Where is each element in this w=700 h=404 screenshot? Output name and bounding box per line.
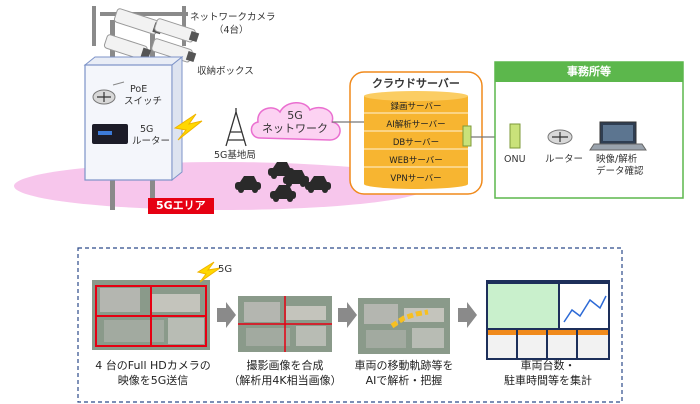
step-3-line1: 車両の移動軌跡等を — [354, 359, 454, 372]
storage-box — [83, 55, 184, 182]
cars-icon-group — [235, 162, 331, 202]
onu-label: ONU — [504, 154, 526, 165]
office-frame — [494, 61, 684, 199]
step-1-line2: 映像を5G送信 — [117, 374, 189, 387]
office-title: 事務所等 — [567, 65, 611, 78]
step-4-line1: 車両台数・ — [520, 359, 576, 372]
arrow-2 — [338, 302, 357, 328]
server-item: AI解析サーバー — [386, 120, 446, 130]
base-station-label: 5G基地局 — [214, 150, 256, 161]
poe-label-2: スイッチ — [124, 96, 163, 107]
router5g-label: 5G — [140, 124, 154, 135]
laptop-icon — [589, 121, 647, 151]
poe-label: PoE — [130, 84, 148, 95]
5g-area-label: 5Gエリア — [156, 199, 206, 212]
server-item: VPNサーバー — [390, 174, 442, 184]
step-2-line2: （解析用4K相当画像） — [228, 374, 342, 387]
server-item: DBサーバー — [392, 138, 440, 148]
router5g-label-2: ルーター — [132, 136, 171, 147]
step-1-line1: 4 台のFull HDカメラの — [95, 359, 211, 372]
cloud-server-title: クラウドサーバー — [372, 77, 460, 90]
office-header — [495, 62, 683, 82]
server-stack — [364, 91, 468, 189]
network-label-2: ネットワーク — [262, 122, 328, 135]
arrow-3 — [458, 302, 477, 328]
5g-tag: 5G — [218, 264, 233, 275]
router-label: ルーター — [545, 154, 584, 165]
aerial-image-1 — [92, 280, 210, 350]
pc-label: 映像/解析 — [596, 154, 638, 165]
box-label: 収納ボックス — [197, 66, 254, 77]
5g-area-label-bg — [148, 198, 214, 214]
onu-icon — [509, 123, 521, 149]
process-frame — [77, 247, 623, 403]
lightning-icon-small — [196, 261, 221, 283]
step-2-line1: 撮影画像を合成 — [246, 359, 324, 372]
server-item: WEBサーバー — [389, 156, 443, 166]
step-3-line2: AIで解析・把握 — [365, 374, 443, 387]
network-label: 5G — [287, 109, 303, 122]
step-4-line2: 駐車時間等を集計 — [504, 374, 592, 387]
camera-icon-group — [103, 8, 200, 63]
process-flow-graphics — [77, 247, 623, 403]
server-item: 録画サーバー — [390, 102, 442, 112]
server-list: 録画サーバー AI解析サーバー DBサーバー WEBサーバー VPNサーバー — [364, 100, 468, 186]
top-diagram-graphics — [14, 6, 684, 214]
lightning-icon — [173, 113, 203, 141]
aerial-image-3 — [358, 298, 450, 354]
router-icon — [547, 129, 573, 145]
dashboard-image — [486, 280, 610, 360]
pc-label-2: データ確認 — [596, 166, 644, 177]
poe-switch-icon — [92, 89, 116, 105]
camera-count: （4台） — [214, 25, 249, 36]
aerial-image-2 — [238, 296, 332, 352]
arrow-1 — [217, 302, 236, 328]
base-station-icon — [225, 108, 247, 147]
camera-label: ネットワークカメラ — [190, 12, 276, 23]
gateway-icon — [462, 125, 472, 147]
5g-network-cloud — [250, 102, 341, 141]
